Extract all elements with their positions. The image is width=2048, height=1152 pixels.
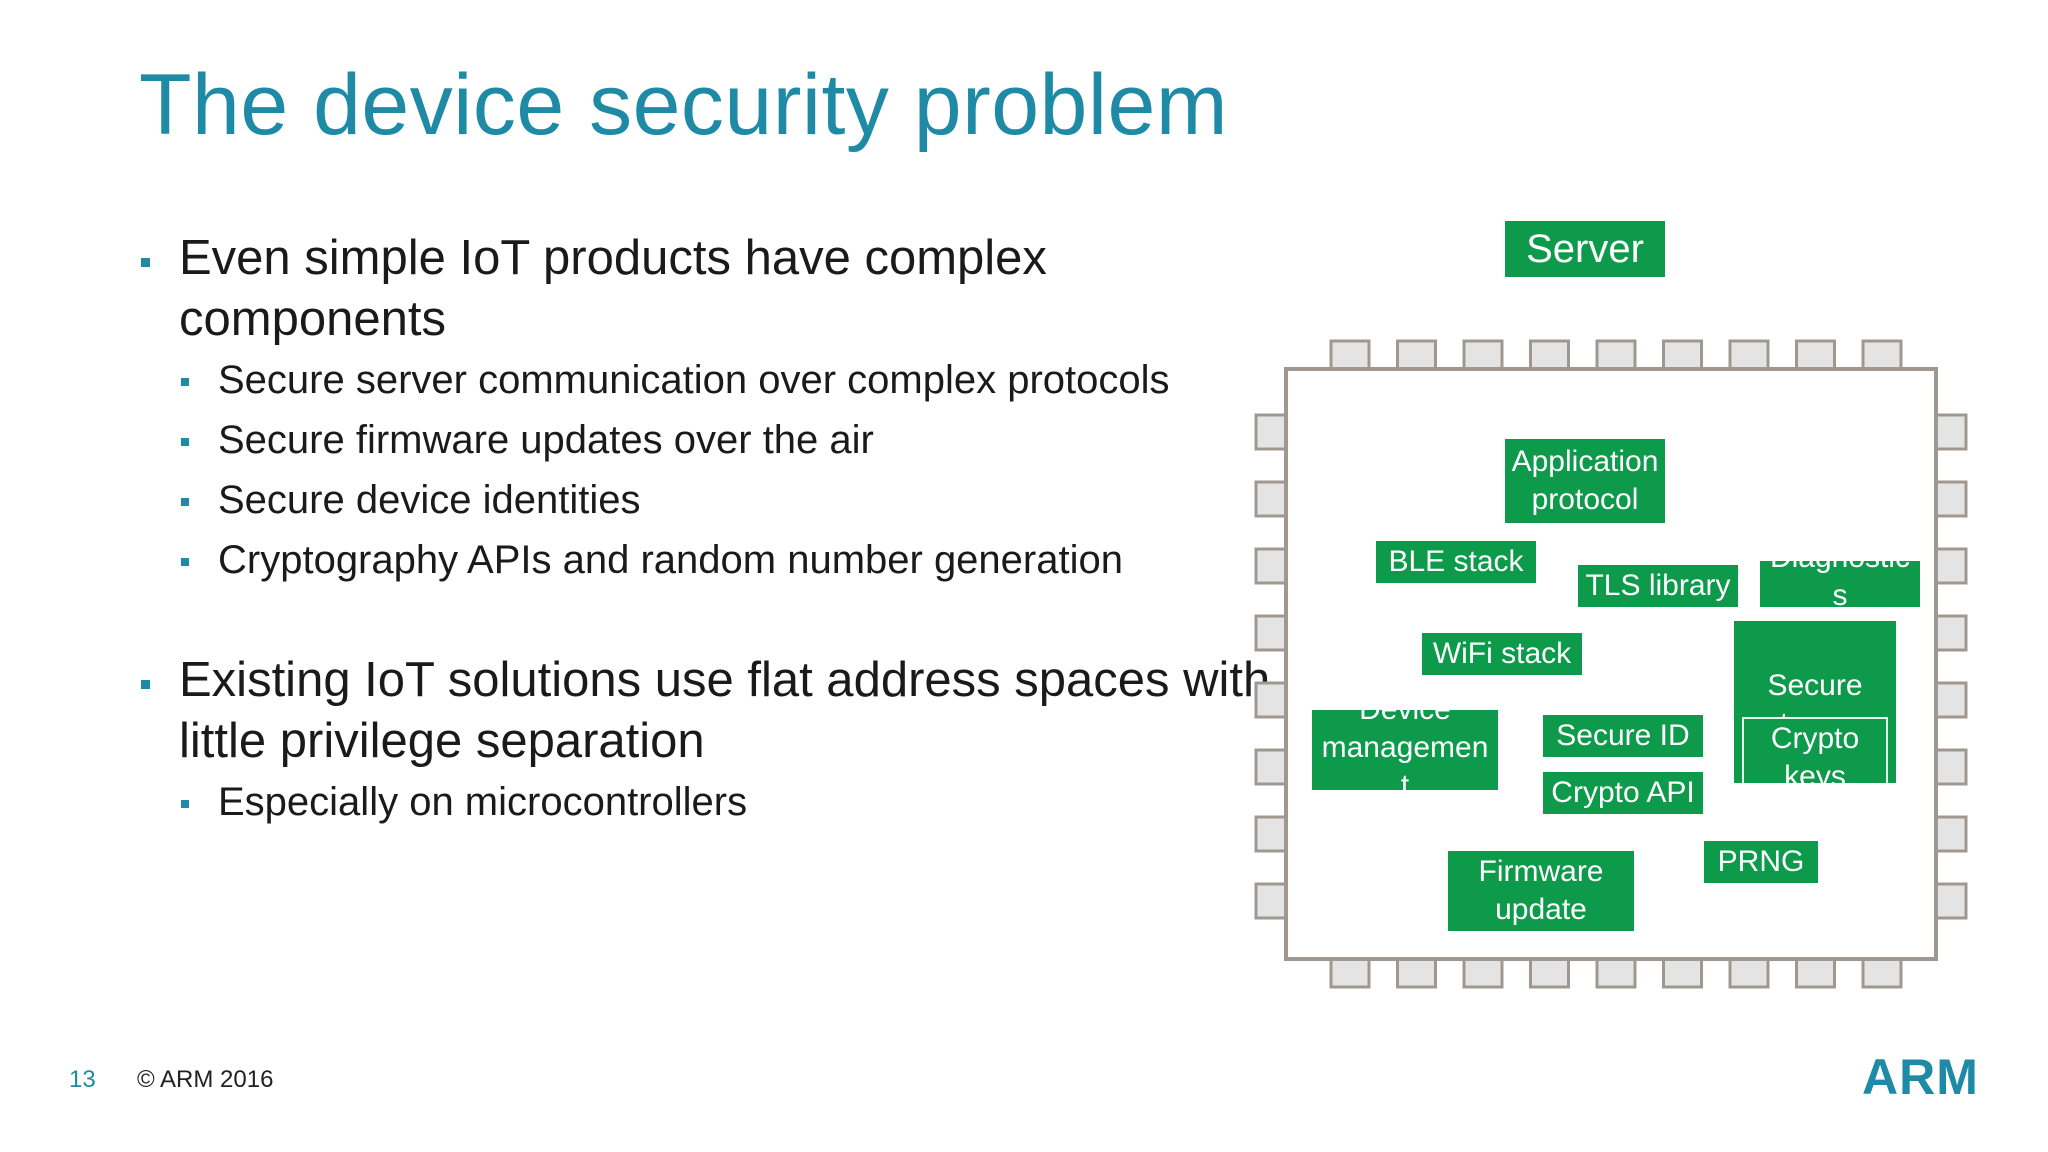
chip-pin-right: [1934, 882, 1968, 920]
sub-bullet-marker-icon: [181, 498, 189, 506]
sub-bullet-text: Secure device identities: [218, 478, 641, 522]
diagnostics-label: Diagnostic s: [1770, 561, 1910, 607]
chip-pin-bottom: [1662, 957, 1703, 989]
chip-pin-bottom: [1728, 957, 1770, 989]
chip-pin-right: [1934, 614, 1968, 652]
component-secure-storage: Secure storage Crypto keys: [1734, 621, 1896, 783]
bullet-marker-icon: [141, 258, 150, 267]
component-secure-id: Secure ID: [1543, 715, 1703, 757]
sub-bullet-text: Secure server communication over complex…: [218, 358, 1170, 402]
sub-bullet-marker-icon: [181, 378, 189, 386]
component-crypto-api: Crypto API: [1543, 772, 1703, 814]
chip-pin-left: [1254, 614, 1288, 652]
bullet-text: Even simple IoT products have complex co…: [179, 231, 1047, 346]
chip-pin-top: [1595, 339, 1637, 371]
chip-pin-top: [1728, 339, 1770, 371]
sub-bullet-item: Secure device identities: [139, 470, 1289, 530]
sub-bullet-item: Cryptography APIs and random number gene…: [139, 530, 1289, 590]
chip-pin-bottom: [1329, 957, 1371, 989]
chip-pin-bottom: [1529, 957, 1570, 989]
sub-bullet-item: Secure server communication over complex…: [139, 350, 1289, 410]
chip-pin-right: [1934, 480, 1968, 518]
chip-pin-left: [1254, 480, 1288, 518]
chip-pin-top: [1329, 339, 1371, 371]
component-wifi-stack: WiFi stack: [1422, 633, 1582, 675]
page-number: 13: [69, 1066, 96, 1093]
chip-pin-left: [1254, 413, 1288, 451]
sub-bullet-item: Secure firmware updates over the air: [139, 410, 1289, 470]
sub-bullet-marker-icon: [181, 558, 189, 566]
chip-pin-left: [1254, 815, 1288, 853]
chip-pin-left: [1254, 547, 1288, 585]
component-diagnostics: Diagnostic s: [1760, 561, 1920, 607]
slide-title: The device security problem: [139, 57, 1228, 153]
chip-pin-top: [1662, 339, 1703, 371]
component-device-management: Device managemen t: [1312, 710, 1498, 790]
chip-pin-bottom: [1595, 957, 1637, 989]
bullet-marker-icon: [141, 680, 150, 689]
chip-pin-bottom: [1795, 957, 1836, 989]
bullet-item: Existing IoT solutions use flat address …: [139, 650, 1289, 772]
component-ble-stack: BLE stack: [1376, 541, 1536, 583]
component-prng: PRNG: [1704, 841, 1818, 883]
chip-pin-left: [1254, 748, 1288, 786]
chip-pin-bottom: [1861, 957, 1903, 989]
chip-pin-top: [1396, 339, 1437, 371]
chip-pin-left: [1254, 882, 1288, 920]
chip-pin-right: [1934, 413, 1968, 451]
component-firmware-update: Firmware update: [1448, 851, 1634, 931]
sub-bullet-text: Cryptography APIs and random number gene…: [218, 538, 1123, 582]
sub-bullet-marker-icon: [181, 800, 189, 808]
sub-bullet-text: Secure firmware updates over the air: [218, 418, 874, 462]
device-management-label: Device managemen t: [1321, 710, 1489, 790]
component-crypto-keys: Crypto keys: [1742, 717, 1888, 783]
bullet-list: Even simple IoT products have complex co…: [139, 228, 1289, 832]
bullet-item: Even simple IoT products have complex co…: [139, 228, 1289, 350]
component-tls-library: TLS library: [1578, 565, 1738, 607]
chip-pin-bottom: [1462, 957, 1504, 989]
chip-diagram: Server Application protocol BLE stack TL…: [1248, 215, 1968, 1005]
chip-pin-top: [1529, 339, 1570, 371]
server-box: Server: [1505, 221, 1665, 277]
arm-logo: ARM: [1862, 1049, 1979, 1105]
chip-pin-top: [1462, 339, 1504, 371]
chip-pin-left: [1254, 681, 1288, 719]
chip-pin-right: [1934, 681, 1968, 719]
sub-bullet-item: Especially on microcontrollers: [139, 772, 1289, 832]
bullet-text: Existing IoT solutions use flat address …: [179, 653, 1271, 768]
sub-bullet-marker-icon: [181, 438, 189, 446]
sub-bullet-text: Especially on microcontrollers: [218, 780, 748, 824]
copyright-text: © ARM 2016: [137, 1066, 274, 1093]
component-application-protocol: Application protocol: [1505, 439, 1665, 523]
chip-pin-right: [1934, 748, 1968, 786]
chip-pin-bottom: [1396, 957, 1437, 989]
chip-pin-right: [1934, 547, 1968, 585]
chip-pin-top: [1795, 339, 1836, 371]
chip-pin-top: [1861, 339, 1903, 371]
chip-pin-right: [1934, 815, 1968, 853]
